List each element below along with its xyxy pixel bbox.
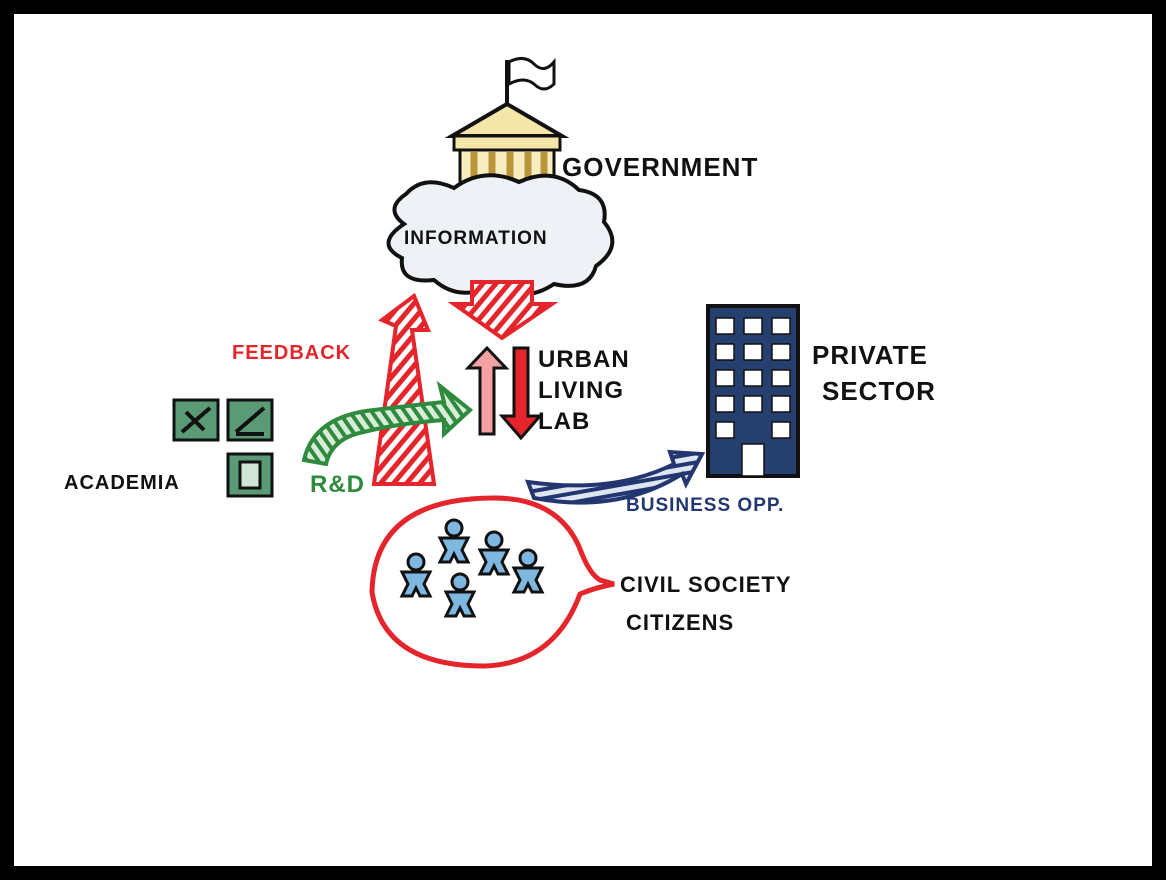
- private-sector-building-icon: [706, 304, 800, 478]
- feedback-label: FEEDBACK: [232, 342, 351, 364]
- feedback-arrow: [371, 292, 437, 486]
- information-label: INFORMATION: [404, 228, 548, 249]
- information-cloud-shape: [386, 173, 615, 297]
- business-opportunity-arrow: [524, 449, 706, 505]
- private-sector-label-line1: PRIVATE: [812, 340, 928, 370]
- urban-label-line3: LAB: [538, 408, 590, 435]
- urban-label-line2: LIVING: [538, 377, 624, 404]
- diagram-canvas: GOVERNMENT INFORMATION FEEDBACK URBAN LI…: [14, 14, 1152, 866]
- rnd-label: R&D: [310, 471, 365, 498]
- citizens-icon: [399, 518, 545, 618]
- information-down-arrow: [447, 280, 559, 341]
- business-opp-label: BUSINESS OPP.: [626, 495, 784, 516]
- rnd-arrow: [301, 380, 474, 467]
- government-label: GOVERNMENT: [562, 152, 758, 182]
- urban-living-lab-diagram: GOVERNMENT INFORMATION FEEDBACK URBAN LI…: [64, 57, 936, 669]
- civil-society-label-line2: CITIZENS: [626, 610, 734, 635]
- civil-society-label-line1: CIVIL SOCIETY: [620, 572, 792, 597]
- academia-icons: [172, 398, 274, 498]
- urban-living-lab-icon: [464, 345, 544, 441]
- academia-label: ACADEMIA: [64, 472, 180, 494]
- urban-label-line1: URBAN: [538, 346, 630, 373]
- private-sector-label-line2: SECTOR: [822, 376, 936, 406]
- civil-society-bubble: [369, 495, 615, 669]
